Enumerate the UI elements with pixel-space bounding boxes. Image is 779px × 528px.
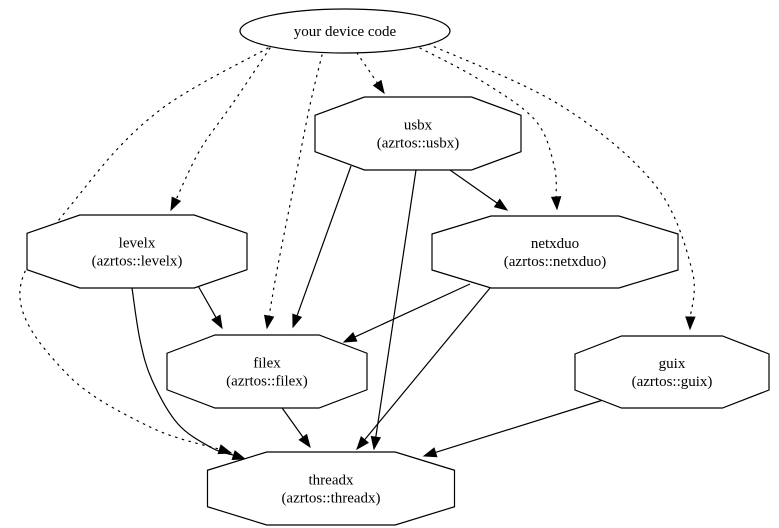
edge-device-netxduo <box>419 47 562 211</box>
edge-usbx-filex <box>292 165 352 329</box>
node-netxduo-label-line2: (azrtos::netxduo) <box>504 254 606 270</box>
edge-guix-threadx-arrowhead-icon <box>422 447 438 458</box>
edge-usbx-netxduo-arrowhead-icon <box>493 198 509 211</box>
edge-device-usbx <box>356 52 385 95</box>
edge-levelx-threadx-arrowhead-icon <box>231 450 247 461</box>
edge-netxduo-filex-arrowhead-icon <box>342 332 358 343</box>
edge-usbx-filex-line <box>296 165 352 316</box>
edge-device-usbx-line <box>356 52 378 84</box>
node-threadx: threadx(azrtos::threadx) <box>206 451 456 526</box>
edge-filex-threadx-arrowhead-icon <box>298 433 311 449</box>
edge-usbx-netxduo-line <box>449 169 498 204</box>
edge-guix-threadx <box>422 399 604 458</box>
edge-device-netxduo-line <box>419 47 557 198</box>
edge-netxduo-threadx-line <box>364 287 491 441</box>
edge-filex-threadx <box>279 404 311 449</box>
edge-device-usbx-arrowhead-icon <box>372 79 385 95</box>
edge-device-levelx-arrowhead-icon <box>170 196 182 212</box>
edge-netxduo-filex-line <box>354 283 471 338</box>
node-levelx-label-line1: levelx <box>119 236 156 252</box>
edge-device-guix-arrowhead-icon <box>685 316 696 331</box>
edge-netxduo-threadx <box>356 287 491 451</box>
node-levelx-label-line2: (azrtos::levelx) <box>92 254 183 270</box>
node-netxduo: netxduo(azrtos::netxduo) <box>431 215 679 289</box>
node-guix: guix(azrtos::guix) <box>574 335 770 409</box>
edge-device-levelx <box>170 47 271 212</box>
edges-layer <box>19 43 696 461</box>
edge-device-filex <box>264 54 323 330</box>
edge-netxduo-filex <box>342 283 471 343</box>
node-guix-label-line2: (azrtos::guix) <box>632 374 713 390</box>
node-filex-label-line2: (azrtos::filex) <box>226 374 308 390</box>
node-threadx-label-line2: (azrtos::threadx) <box>281 491 380 507</box>
edge-device-netxduo-arrowhead-icon <box>550 196 562 211</box>
nodes-layer: your device codeusbx(azrtos::usbx)levelx… <box>26 8 770 526</box>
node-threadx-label-line1: threadx <box>309 473 354 489</box>
node-filex-shape <box>166 334 368 409</box>
edge-filex-threadx-line <box>279 404 304 438</box>
node-usbx-label-line1: usbx <box>404 118 433 134</box>
edge-usbx-netxduo <box>449 169 509 211</box>
node-levelx-shape <box>26 214 248 289</box>
edge-netxduo-threadx-arrowhead-icon <box>356 436 369 451</box>
edge-levelx-threadx <box>131 287 247 461</box>
edge-device-levelx-line <box>175 47 271 200</box>
node-filex-label-line1: filex <box>253 356 281 372</box>
node-threadx-shape <box>206 451 456 526</box>
node-levelx: levelx(azrtos::levelx) <box>26 214 248 289</box>
node-device-shape <box>239 8 451 54</box>
edge-usbx-threadx <box>370 169 417 451</box>
edge-levelx-filex-arrowhead-icon <box>211 314 223 330</box>
edge-levelx-filex-line <box>196 283 217 318</box>
node-usbx-label-line2: (azrtos::usbx) <box>377 136 459 152</box>
node-netxduo-shape <box>431 215 679 289</box>
edge-device-guix <box>427 43 696 331</box>
node-filex: filex(azrtos::filex) <box>166 334 368 409</box>
node-device: your device code <box>239 8 451 54</box>
edge-levelx-filex <box>196 283 223 330</box>
node-device-label-line1: your device code <box>294 24 397 40</box>
edge-device-filex-arrowhead-icon <box>264 314 275 330</box>
node-netxduo-label-line1: netxduo <box>531 236 579 252</box>
node-usbx-shape <box>314 96 522 171</box>
edge-device-guix-line <box>427 43 695 318</box>
node-usbx: usbx(azrtos::usbx) <box>314 96 522 171</box>
edge-usbx-threadx-arrowhead-icon <box>370 435 382 451</box>
edge-device-filex-line <box>268 54 323 317</box>
edge-device-threadx-line <box>19 47 269 450</box>
edge-levelx-threadx-line <box>131 287 234 456</box>
edge-usbx-threadx-line <box>375 169 417 438</box>
node-guix-shape <box>574 335 770 409</box>
edge-guix-threadx-line <box>435 399 604 453</box>
edge-usbx-filex-arrowhead-icon <box>292 313 303 329</box>
node-guix-label-line1: guix <box>659 356 686 372</box>
